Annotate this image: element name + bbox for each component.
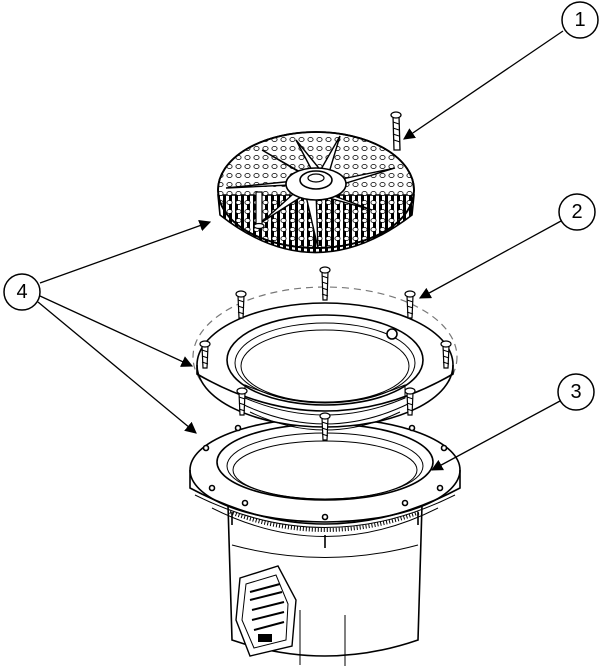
callout-2-label: 2 bbox=[571, 201, 582, 223]
callout-1: 1 bbox=[561, 1, 599, 39]
callout-3-label: 3 bbox=[570, 381, 581, 403]
warning-label bbox=[235, 565, 297, 657]
leader-lines bbox=[37, 30, 564, 471]
ring-screws bbox=[199, 266, 452, 441]
callout-1-label: 1 bbox=[574, 9, 585, 31]
grate-cover bbox=[217, 131, 415, 254]
callout-3: 3 bbox=[557, 373, 595, 411]
cover-screw bbox=[390, 111, 402, 151]
housing bbox=[189, 416, 461, 666]
gasket-ring bbox=[192, 286, 458, 431]
callout-4: 4 bbox=[3, 273, 41, 311]
callout-2: 2 bbox=[558, 193, 596, 231]
callout-4-label: 4 bbox=[16, 281, 27, 303]
